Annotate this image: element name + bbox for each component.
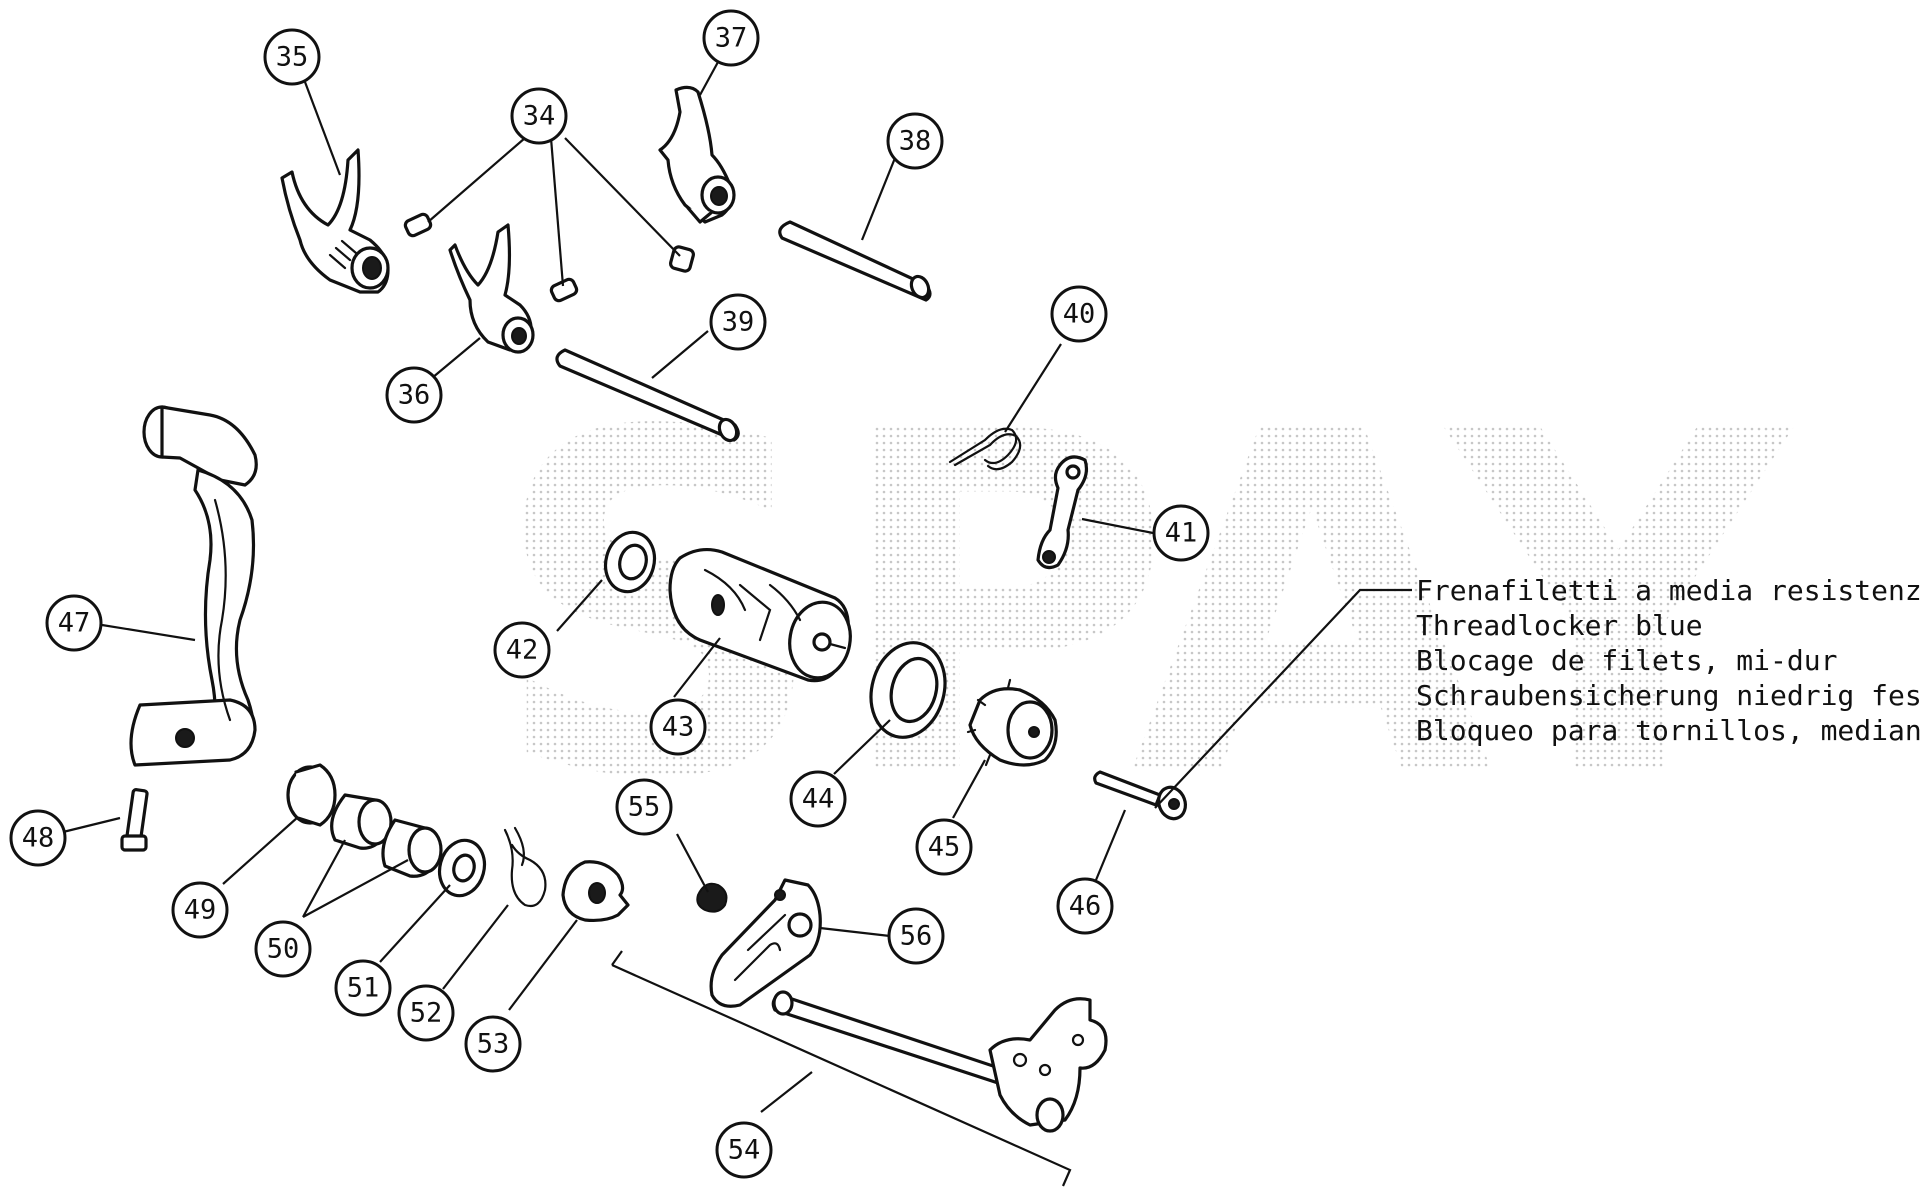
svg-text:52: 52 xyxy=(410,998,443,1029)
svg-text:36: 36 xyxy=(398,380,431,411)
svg-text:43: 43 xyxy=(662,712,695,743)
svg-text:53: 53 xyxy=(477,1029,510,1060)
callout-51: 51 xyxy=(334,959,392,1017)
part-48-bolt xyxy=(120,788,149,852)
svg-text:51: 51 xyxy=(347,973,380,1004)
callout-43: 43 xyxy=(649,698,707,756)
svg-text:45: 45 xyxy=(928,832,961,863)
svg-text:46: 46 xyxy=(1069,891,1102,922)
callout-52: 52 xyxy=(397,984,455,1042)
note-line-it: Frenafiletti a media resistenza xyxy=(1416,574,1920,607)
leader-lines xyxy=(62,61,1412,1113)
part-36-shift-fork xyxy=(448,223,535,354)
callout-56: 56 xyxy=(887,907,945,965)
callout-39: 39 xyxy=(709,293,767,351)
callout-47: 47 xyxy=(45,594,103,652)
part-47-gear-shift-lever xyxy=(129,405,258,767)
callout-36: 36 xyxy=(385,366,443,424)
callout-35: 35 xyxy=(263,28,321,86)
part-35-shift-fork xyxy=(280,148,390,294)
callout-38: 38 xyxy=(886,112,944,170)
svg-text:39: 39 xyxy=(722,307,755,338)
svg-text:54: 54 xyxy=(728,1135,761,1166)
callout-34: 34 xyxy=(510,87,568,145)
callout-37: 37 xyxy=(702,9,760,67)
part-45-index-star xyxy=(966,678,1058,767)
callout-55: 55 xyxy=(615,778,673,836)
callout-46: 46 xyxy=(1056,877,1114,935)
callout-44: 44 xyxy=(789,770,847,828)
svg-text:35: 35 xyxy=(276,42,309,73)
callout-42: 42 xyxy=(493,621,551,679)
callout-48: 48 xyxy=(9,809,67,867)
part-44-bearing xyxy=(869,641,947,739)
callout-53: 53 xyxy=(464,1015,522,1073)
svg-text:40: 40 xyxy=(1063,299,1096,330)
callout-50: 50 xyxy=(254,920,312,978)
callout-49: 49 xyxy=(171,881,229,939)
note-line-de: Schraubensicherung niedrig fest xyxy=(1416,679,1920,712)
part-39-shift-rail xyxy=(555,348,740,443)
note-line-es: Bloqueo para tornillos, mediano xyxy=(1416,714,1920,747)
callout-45: 45 xyxy=(915,818,973,876)
part-54-shift-shaft xyxy=(611,950,1108,1187)
svg-text:34: 34 xyxy=(523,101,556,132)
part-37-shift-fork xyxy=(658,85,736,224)
part-53-circlip xyxy=(561,860,630,923)
part-41-lever xyxy=(1036,455,1089,570)
note-line-fr: Blocage de filets, mi-dur xyxy=(1416,644,1837,677)
part-43-shift-drum xyxy=(668,547,852,683)
callout-41: 41 xyxy=(1152,504,1210,562)
svg-text:41: 41 xyxy=(1165,518,1198,549)
svg-text:55: 55 xyxy=(628,792,661,823)
callout-40: 40 xyxy=(1050,285,1108,343)
svg-text:56: 56 xyxy=(900,921,933,952)
svg-text:44: 44 xyxy=(802,784,835,815)
part-50-bushings xyxy=(330,793,443,878)
threadlocker-note: Frenafiletti a media resistenza Threadlo… xyxy=(1416,574,1920,747)
svg-text:47: 47 xyxy=(58,608,91,639)
svg-text:38: 38 xyxy=(899,126,932,157)
callout-54: 54 xyxy=(715,1121,773,1179)
part-38-shift-rail xyxy=(778,220,932,302)
svg-text:37: 37 xyxy=(715,23,748,54)
part-55-roller xyxy=(696,882,728,913)
svg-text:48: 48 xyxy=(22,823,55,854)
note-line-en: Threadlocker blue xyxy=(1416,609,1703,642)
svg-text:50: 50 xyxy=(267,934,300,965)
svg-text:49: 49 xyxy=(184,895,217,926)
part-49-bearing xyxy=(286,763,337,827)
part-40-spring xyxy=(948,427,1022,471)
part-56-guide-plate xyxy=(709,878,822,1008)
part-46-bolt xyxy=(1093,770,1187,821)
part-51-washer xyxy=(437,838,487,898)
svg-text:42: 42 xyxy=(506,635,539,666)
part-42-bearing xyxy=(603,530,657,594)
part-52-spring xyxy=(503,826,547,908)
